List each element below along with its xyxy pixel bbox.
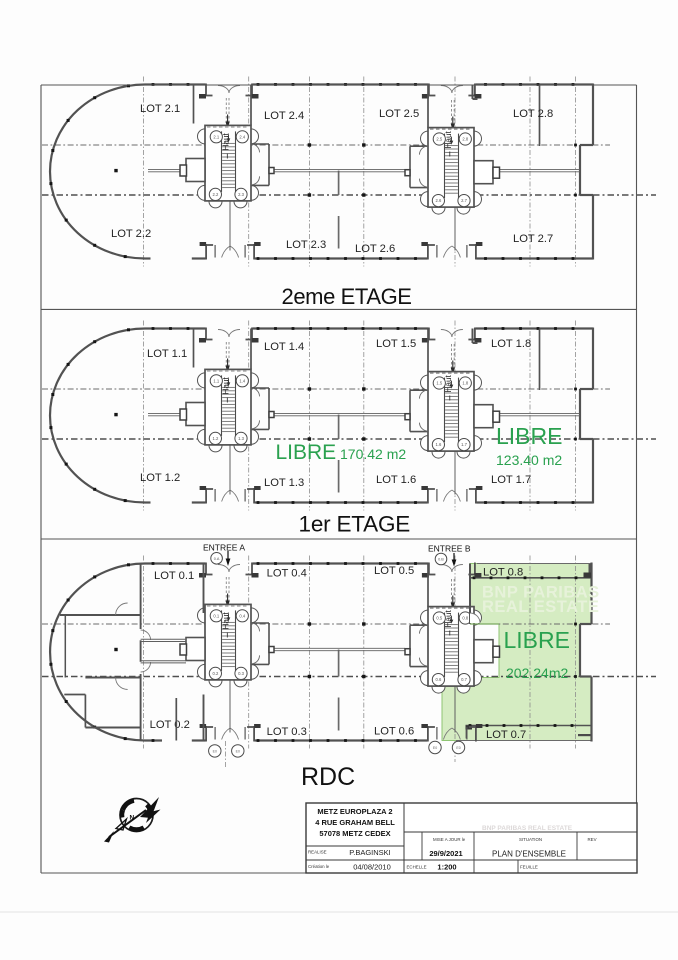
svg-text:LOT 1.1: LOT 1.1 [147,348,187,360]
svg-text:2.8: 2.8 [462,137,468,142]
svg-text:1.8: 1.8 [462,381,468,386]
svg-text:4 RUE GRAHAM BELL: 4 RUE GRAHAM BELL [315,818,395,827]
svg-text:1.7: 1.7 [461,442,467,447]
svg-text:1.2: 1.2 [212,436,218,441]
svg-text:LOT 0.3: LOT 0.3 [267,726,307,738]
svg-text:0.4: 0.4 [239,613,245,618]
svg-text:1er ETAGE: 1er ETAGE [299,512,411,537]
svg-text:ENTREE A: ENTREE A [203,543,245,553]
svg-text:202.24m2: 202.24m2 [506,665,568,681]
svg-text:29/9/2021: 29/9/2021 [429,849,462,858]
svg-text:2.2: 2.2 [212,192,218,197]
svg-text:LOT 0.2: LOT 0.2 [150,719,190,731]
svg-text:REALISE: REALISE [308,850,327,855]
svg-text:LOT 1.2: LOT 1.2 [140,472,180,484]
svg-text:RDC: RDC [301,763,355,791]
svg-text:2.6: 2.6 [435,198,441,203]
svg-text:57078 METZ CEDEX: 57078 METZ CEDEX [319,829,390,838]
svg-text:0.3: 0.3 [238,671,244,676]
svg-text:1.1: 1.1 [213,378,219,383]
svg-text:E0: E0 [213,749,217,753]
svg-text:LOT 2.8: LOT 2.8 [513,108,553,120]
svg-text:170.42 m2: 170.42 m2 [340,446,406,462]
svg-text:LOT 0.6: LOT 0.6 [374,726,414,738]
svg-text:BNP PARIBAS REAL ESTATE: BNP PARIBAS REAL ESTATE [482,825,573,832]
svg-text:N: N [130,815,135,822]
svg-text:FEUILLE: FEUILLE [520,865,538,870]
svg-text:LIBRE: LIBRE [276,441,337,464]
svg-text:Haut: Haut [444,374,453,392]
svg-text:LOT 2.3: LOT 2.3 [286,239,326,251]
svg-text:2.1: 2.1 [213,134,219,139]
svg-text:Création le: Création le [308,864,330,869]
svg-text:1.6: 1.6 [435,442,441,447]
svg-text:0.7: 0.7 [461,677,467,682]
svg-text:LOT 0.1: LOT 0.1 [154,570,194,582]
svg-text:LOT 2.6: LOT 2.6 [355,243,395,255]
svg-text:LOT 2.1: LOT 2.1 [140,103,180,115]
svg-text:LOT 0.5: LOT 0.5 [374,565,414,577]
svg-text:LOT 2.4: LOT 2.4 [264,110,304,122]
svg-text:2.7: 2.7 [461,198,467,203]
svg-text:LOT 1.8: LOT 1.8 [491,338,531,350]
svg-text:P.BAGINSKI: P.BAGINSKI [349,848,391,857]
svg-text:0.8: 0.8 [462,616,468,621]
svg-text:LOT 1.5: LOT 1.5 [376,338,416,350]
svg-text:04/08/2010: 04/08/2010 [353,863,391,872]
svg-text:1.5: 1.5 [436,381,442,386]
svg-text:METZ EUROPLAZA 2: METZ EUROPLAZA 2 [317,807,392,816]
svg-text:0.A: 0.A [214,557,220,561]
svg-text:Haut: Haut [222,376,231,394]
svg-text:Haut: Haut [222,611,231,629]
svg-text:2.3: 2.3 [238,192,244,197]
svg-text:0.B: 0.B [438,558,444,562]
svg-text:LOT 1.3: LOT 1.3 [264,477,304,489]
svg-text:SITUATION: SITUATION [519,837,542,842]
svg-text:0.2: 0.2 [212,671,218,676]
svg-text:Haut: Haut [222,132,231,150]
svg-text:REAL ESTATE: REAL ESTATE [482,598,599,616]
svg-text:0.5: 0.5 [436,616,442,621]
svg-text:1.4: 1.4 [239,378,245,383]
svg-text:Haut: Haut [444,130,453,148]
svg-text:E0: E0 [433,746,437,750]
svg-text:2.4: 2.4 [239,134,245,139]
svg-text:0.1: 0.1 [213,613,219,618]
svg-text:LOT 0.7: LOT 0.7 [486,729,526,741]
svg-text:E0: E0 [236,749,240,753]
svg-text:LOT 2.7: LOT 2.7 [513,233,553,245]
svg-text:REV: REV [588,837,597,842]
svg-text:1:200: 1:200 [437,863,456,872]
svg-text:123.40 m2: 123.40 m2 [496,452,562,468]
svg-text:LOT 2.2: LOT 2.2 [111,228,151,240]
svg-text:PLAN D'ENSEMBLE: PLAN D'ENSEMBLE [492,850,566,859]
svg-text:1.3: 1.3 [238,436,244,441]
svg-text:Haut: Haut [444,609,453,627]
svg-text:LOT 0.8: LOT 0.8 [483,567,523,579]
svg-text:LIBRE: LIBRE [496,423,562,449]
svg-text:2eme ETAGE: 2eme ETAGE [282,284,412,309]
svg-text:LOT 1.7: LOT 1.7 [491,474,531,486]
svg-text:LOT 1.4: LOT 1.4 [264,341,304,353]
svg-text:LIBRE: LIBRE [504,627,570,653]
svg-text:2.5: 2.5 [436,137,442,142]
svg-text:LOT 0.4: LOT 0.4 [267,568,307,580]
svg-text:ECHELLE: ECHELLE [407,865,427,870]
svg-text:MISE A JOUR le: MISE A JOUR le [433,837,466,842]
svg-text:0.6: 0.6 [435,677,441,682]
svg-text:BNP PARIBAS: BNP PARIBAS [482,584,600,602]
svg-text:LOT 1.6: LOT 1.6 [376,474,416,486]
svg-text:LOT 2.5: LOT 2.5 [379,108,419,120]
svg-text:E0: E0 [456,746,460,750]
svg-text:ENTREE B: ENTREE B [428,543,471,553]
